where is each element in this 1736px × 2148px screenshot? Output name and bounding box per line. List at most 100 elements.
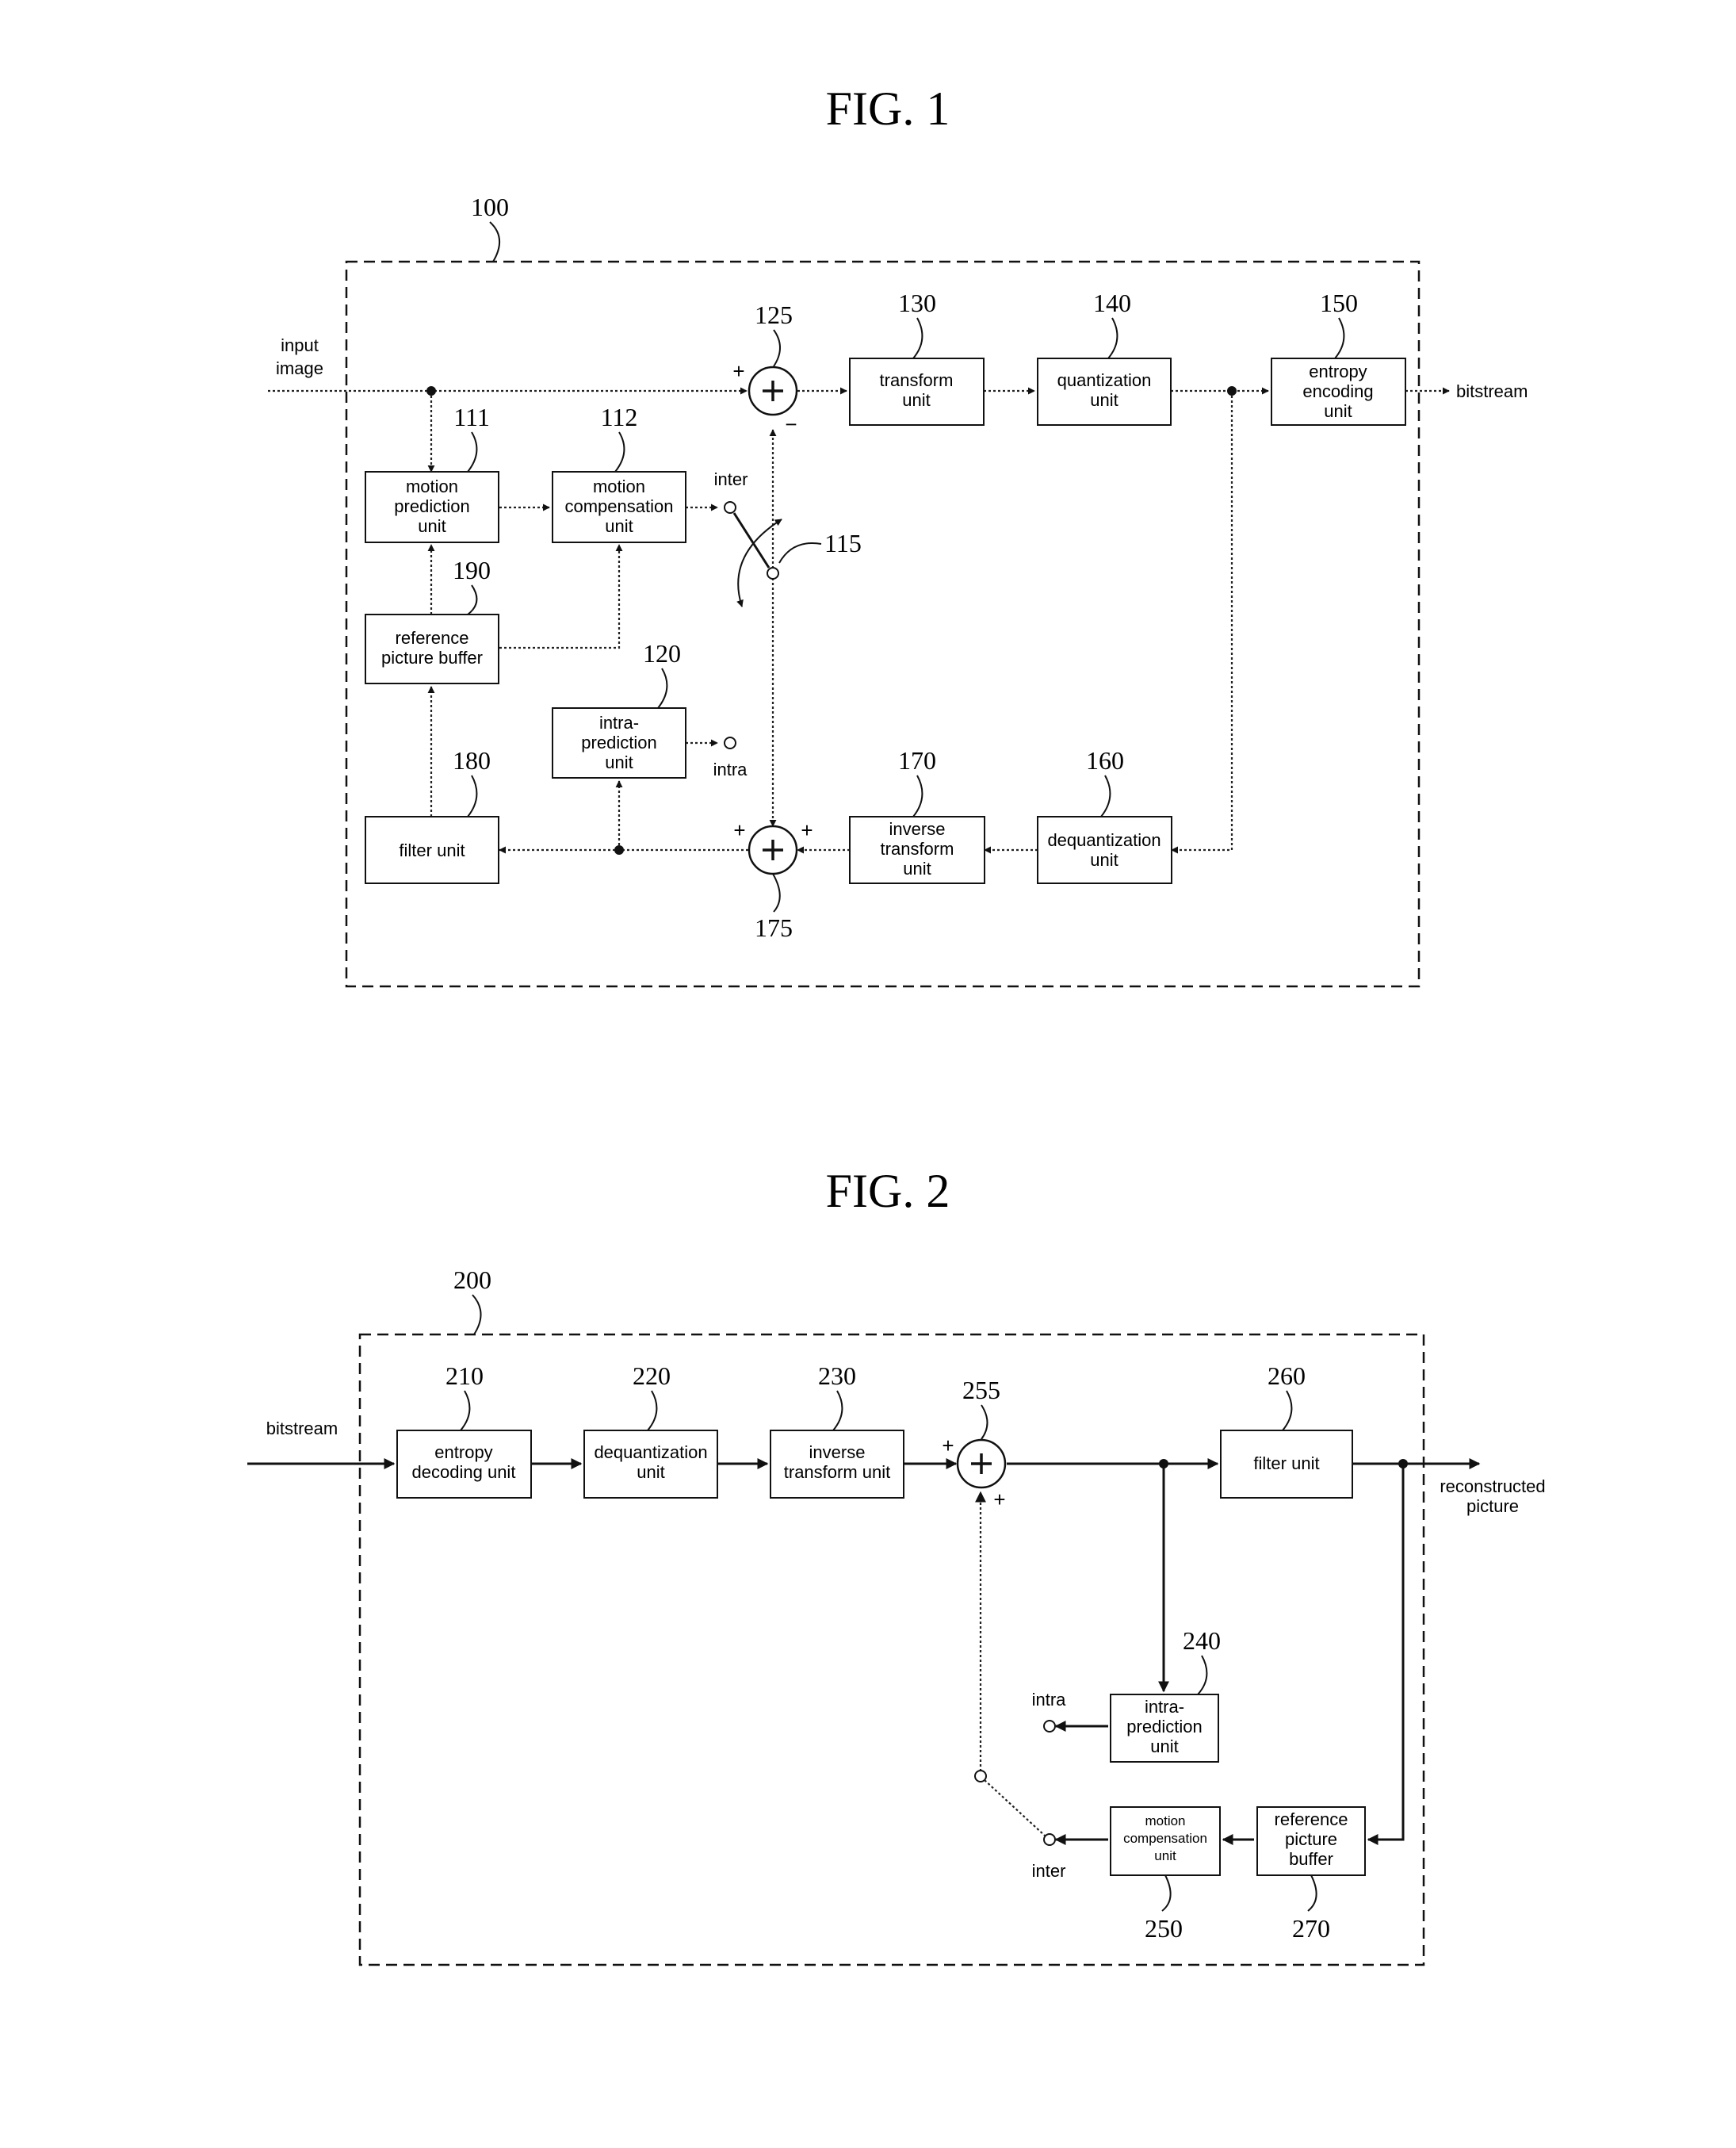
input-bitstream-label: bitstream — [266, 1419, 338, 1438]
block-entropy-encoding-unit: entropy encoding unit 150 — [1271, 289, 1405, 425]
svg-text:transform: transform — [880, 370, 954, 390]
svg-text:buffer: buffer — [1289, 1849, 1333, 1869]
mode-switch-115: inter 115 intra — [713, 469, 862, 779]
reconstructed-picture-label-line2: picture — [1466, 1496, 1519, 1516]
ref-150: 150 — [1320, 289, 1358, 317]
svg-text:unit: unit — [1090, 850, 1118, 870]
svg-text:transform unit: transform unit — [784, 1462, 891, 1482]
ref-200-leader — [472, 1295, 481, 1334]
switch-intra-terminal-2 — [1044, 1721, 1055, 1732]
reconstruction-branch-dot — [614, 845, 624, 855]
svg-text:reference: reference — [1275, 1809, 1348, 1829]
ref-125: 125 — [755, 301, 793, 329]
ref-190: 190 — [453, 556, 491, 584]
block-inverse-transform-unit: inverse transform unit 170 — [850, 746, 985, 883]
svg-text:inverse: inverse — [809, 1442, 866, 1462]
block-intra-prediction-unit-2: intra- prediction unit 240 — [1111, 1626, 1221, 1762]
input-image-label-line2: image — [276, 358, 323, 378]
ref-180: 180 — [453, 746, 491, 775]
svg-text:unit: unit — [1154, 1848, 1176, 1863]
ref-100: 100 — [471, 193, 509, 221]
output-bitstream-label: bitstream — [1456, 381, 1528, 401]
svg-text:compensation: compensation — [565, 496, 674, 516]
input-image-label-line1: input — [281, 335, 319, 355]
block-motion-compensation: motion compensation unit 112 — [553, 403, 686, 542]
ref-120: 120 — [643, 639, 681, 668]
svg-text:picture buffer: picture buffer — [381, 648, 483, 668]
ref-170: 170 — [898, 746, 936, 775]
switch-inter-label-2: inter — [1032, 1861, 1066, 1881]
block-filter-unit-2: filter unit 260 — [1221, 1361, 1352, 1498]
ref-230: 230 — [818, 1361, 856, 1390]
switch-intra-terminal — [725, 737, 736, 749]
switch-inter-terminal-2 — [1044, 1834, 1055, 1845]
switch-toggle-arc — [738, 519, 782, 607]
input-branch-dot — [426, 386, 436, 396]
block-intra-prediction: intra- prediction unit 120 — [553, 639, 686, 778]
subtractor-125: 125 + − — [732, 301, 797, 436]
figure-1-encoder: FIG. 1 100 input image — [268, 82, 1528, 986]
svg-text:unit: unit — [902, 390, 930, 410]
ref-255: 255 — [962, 1376, 1000, 1404]
ref-140: 140 — [1093, 289, 1131, 317]
svg-text:inverse: inverse — [889, 819, 946, 839]
ref-160: 160 — [1086, 746, 1124, 775]
switch-intra-label: intra — [713, 760, 748, 779]
switch-common-terminal-2 — [975, 1771, 986, 1782]
figure-2-title: FIG. 2 — [826, 1165, 950, 1217]
switch-blade — [734, 513, 769, 568]
svg-text:motion: motion — [406, 477, 458, 496]
switch-inter-terminal — [725, 502, 736, 513]
svg-text:encoding: encoding — [1302, 381, 1373, 401]
switch-blade-2 — [985, 1780, 1045, 1836]
svg-text:transform: transform — [881, 839, 954, 859]
svg-text:prediction: prediction — [1126, 1717, 1202, 1736]
svg-text:decoding unit: decoding unit — [412, 1462, 516, 1482]
ref-270: 270 — [1292, 1914, 1330, 1943]
adder-175: + + 175 — [733, 818, 813, 942]
figure-2-decoder: FIG. 2 200 bitstream reconstructed pictu… — [247, 1165, 1546, 1965]
ref-240: 240 — [1183, 1626, 1221, 1655]
block-motion-prediction: motion prediction unit 111 — [365, 403, 499, 542]
ref-125-leader — [774, 330, 780, 366]
block-quantization-unit: quantization unit 140 — [1038, 289, 1171, 425]
adder-plus-left: + — [733, 818, 745, 842]
adder-255: 255 + + — [942, 1376, 1005, 1511]
svg-text:entropy: entropy — [434, 1442, 492, 1462]
decoder-wires — [247, 1464, 1479, 1840]
svg-text:compensation: compensation — [1123, 1831, 1207, 1846]
svg-text:intra-: intra- — [1145, 1697, 1184, 1717]
svg-text:reference: reference — [396, 628, 469, 648]
switch-common-terminal — [767, 568, 778, 579]
ref-250: 250 — [1145, 1914, 1183, 1943]
svg-text:intra-: intra- — [599, 713, 639, 733]
svg-text:dequantization: dequantization — [1047, 830, 1161, 850]
block-motion-compensation-unit-2: motion compensation unit 250 — [1111, 1807, 1220, 1943]
svg-text:motion: motion — [593, 477, 645, 496]
decoder-mode-switch: inter intra — [975, 1690, 1066, 1881]
block-dequantization-unit-2: dequantization unit 220 — [584, 1361, 717, 1498]
ref-200: 200 — [453, 1265, 491, 1294]
svg-text:unit: unit — [418, 516, 445, 536]
ref-210: 210 — [445, 1361, 484, 1390]
svg-text:entropy: entropy — [1309, 362, 1367, 381]
svg-text:motion: motion — [1145, 1813, 1185, 1828]
block-transform-unit: transform unit 130 — [850, 289, 984, 425]
adder-plus-left-2: + — [942, 1434, 954, 1457]
adder-output-branch-dot — [1159, 1459, 1168, 1468]
ref-130: 130 — [898, 289, 936, 317]
subtractor-plus-sign: + — [732, 359, 744, 383]
svg-text:prediction: prediction — [394, 496, 469, 516]
switch-inter-label: inter — [714, 469, 748, 489]
svg-text:filter unit: filter unit — [1253, 1453, 1319, 1473]
reconstructed-picture-label-line1: reconstructed — [1440, 1476, 1545, 1496]
filter-output-branch-dot — [1398, 1459, 1408, 1468]
svg-text:unit: unit — [1324, 401, 1352, 421]
ref-175: 175 — [755, 913, 793, 942]
svg-text:unit: unit — [605, 516, 633, 536]
adder-plus-bottom-2: + — [993, 1488, 1005, 1511]
ref-100-leader — [490, 222, 499, 262]
block-entropy-decoding-unit: entropy decoding unit 210 — [397, 1361, 531, 1498]
ref-255-leader — [981, 1405, 988, 1439]
